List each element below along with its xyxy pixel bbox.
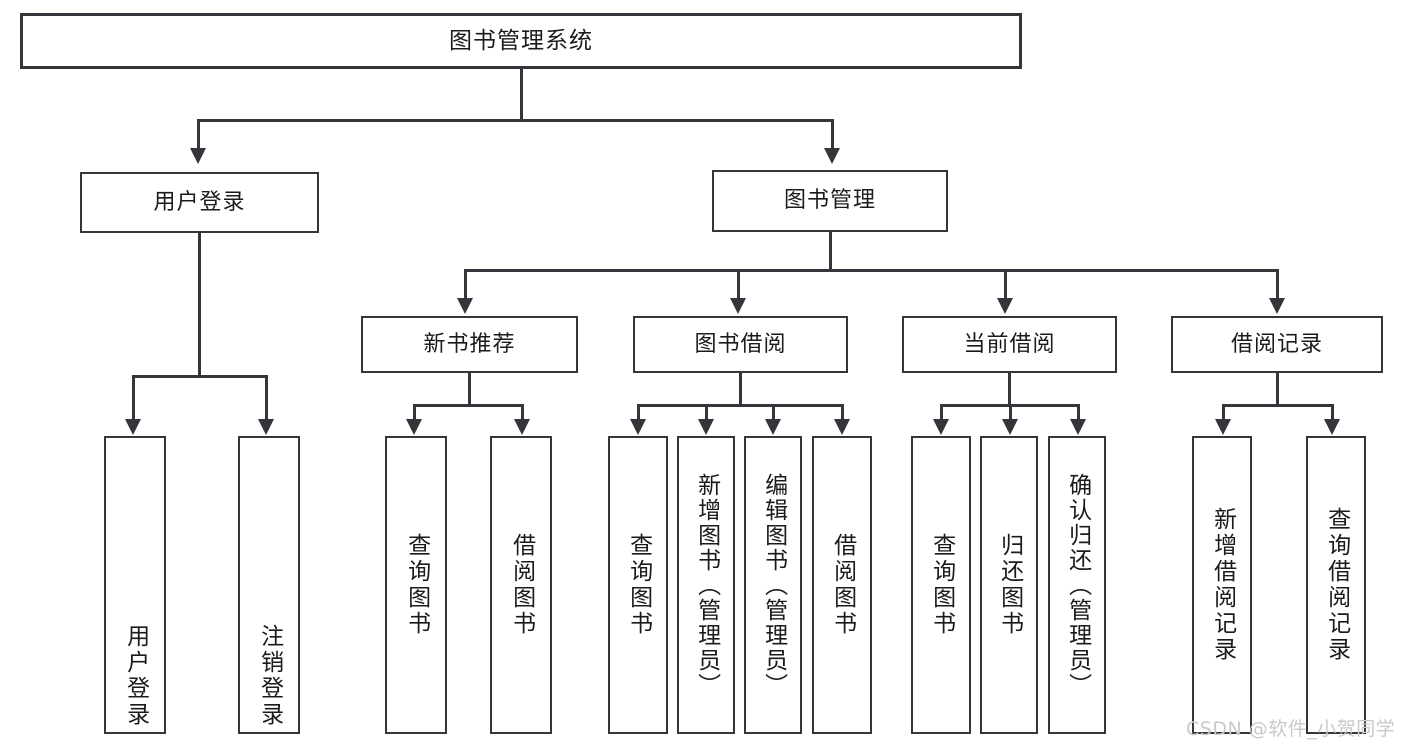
arrowhead-user-login-to-leaf-1	[125, 419, 141, 435]
leaf-user-login-logout[interactable]: 注销登录	[238, 436, 300, 734]
connector-root-stem	[520, 69, 523, 121]
arrowhead-book-borrow-to-leaf-3	[765, 419, 781, 435]
leaf-current-borrow-confirm-return-admin[interactable]: 确认归还（管理员）	[1048, 436, 1106, 734]
connector-new-book-to-leaf-1	[413, 404, 416, 420]
arrowhead-bm-to-borrow-record	[1269, 298, 1285, 314]
connector-book-management-bus	[464, 269, 1279, 272]
arrowhead-book-borrow-to-leaf-4	[834, 419, 850, 435]
connector-borrow-record-stem	[1276, 373, 1279, 407]
arrowhead-current-borrow-to-leaf-3	[1070, 419, 1086, 435]
arrowhead-bm-to-new-book	[457, 298, 473, 314]
connector-book-borrow-bus	[637, 404, 844, 407]
connector-book-borrow-to-leaf-1	[637, 404, 640, 420]
node-label: 确认归还（管理员）	[1064, 472, 1091, 698]
connector-user-login-stem	[198, 233, 201, 378]
node-label: 用户登录	[153, 189, 246, 215]
leaf-borrow-record-add-record[interactable]: 新增借阅记录	[1192, 436, 1252, 734]
connector-bm-to-borrow-record	[1276, 269, 1279, 299]
leaf-book-borrow-borrow-books[interactable]: 借阅图书	[812, 436, 872, 734]
connector-book-borrow-stem	[739, 373, 742, 407]
arrowhead-bm-to-book-borrow	[730, 298, 746, 314]
node-label: 借阅记录	[1230, 331, 1323, 357]
arrowhead-root-to-user-login	[190, 148, 206, 164]
node-label: 查询借阅记录	[1323, 507, 1350, 663]
connector-root-bus	[197, 119, 834, 122]
arrowhead-new-book-to-leaf-2	[514, 419, 530, 435]
connector-user-login-to-leaf-2	[265, 375, 268, 420]
leaf-current-borrow-return-books[interactable]: 归还图书	[980, 436, 1038, 734]
connector-current-borrow-to-leaf-3	[1077, 404, 1080, 420]
connector-book-borrow-to-leaf-3	[772, 404, 775, 420]
arrowhead-borrow-record-to-leaf-2	[1324, 419, 1340, 435]
connector-new-book-stem	[468, 373, 471, 407]
watermark-csdn: CSDN @软件_小贺同学	[1186, 718, 1396, 740]
connector-borrow-record-to-leaf-2	[1331, 404, 1334, 420]
connector-borrow-record-to-leaf-1	[1222, 404, 1225, 420]
connector-new-book-bus	[413, 404, 524, 407]
node-label: 用户登录	[122, 624, 149, 728]
connector-book-management-stem	[829, 232, 832, 272]
leaf-book-borrow-add-book-admin[interactable]: 新增图书（管理员）	[677, 436, 735, 734]
leaf-borrow-record-query-record[interactable]: 查询借阅记录	[1306, 436, 1366, 734]
node-label: 注销登录	[256, 624, 283, 728]
connector-borrow-record-bus	[1222, 404, 1334, 407]
node-label: 查询图书	[928, 533, 955, 637]
connector-book-borrow-to-leaf-4	[841, 404, 844, 420]
node-label: 借阅图书	[508, 533, 535, 637]
leaf-new-book-borrow-books[interactable]: 借阅图书	[490, 436, 552, 734]
node-label: 图书管理系统	[449, 27, 593, 54]
arrowhead-current-borrow-to-leaf-2	[1002, 419, 1018, 435]
leaf-new-book-query-books[interactable]: 查询图书	[385, 436, 447, 734]
node-borrow-record[interactable]: 借阅记录	[1171, 316, 1383, 373]
node-book-borrow[interactable]: 图书借阅	[633, 316, 848, 373]
connector-current-borrow-stem	[1008, 373, 1011, 407]
connector-bm-to-book-borrow	[737, 269, 740, 299]
arrowhead-book-borrow-to-leaf-1	[630, 419, 646, 435]
arrowhead-new-book-to-leaf-1	[406, 419, 422, 435]
arrowhead-root-to-book-management	[824, 148, 840, 164]
arrowhead-bm-to-current-borrow	[997, 298, 1013, 314]
node-label: 图书借阅	[694, 331, 787, 357]
connector-current-borrow-to-leaf-1	[940, 404, 943, 420]
node-user-login[interactable]: 用户登录	[80, 172, 319, 233]
node-label: 编辑图书（管理员）	[760, 472, 787, 698]
node-book-management[interactable]: 图书管理	[712, 170, 948, 232]
node-label: 新增图书（管理员）	[693, 472, 720, 698]
connector-new-book-to-leaf-2	[521, 404, 524, 420]
leaf-book-borrow-edit-book-admin[interactable]: 编辑图书（管理员）	[744, 436, 802, 734]
connector-book-borrow-to-leaf-2	[705, 404, 708, 420]
node-label: 查询图书	[403, 533, 430, 637]
connector-user-login-bus	[132, 375, 268, 378]
arrowhead-user-login-to-leaf-2	[258, 419, 274, 435]
node-label: 图书管理	[783, 188, 876, 214]
node-label: 新增借阅记录	[1209, 507, 1236, 663]
node-label: 新书推荐	[423, 331, 516, 357]
connector-root-to-user-login	[197, 119, 200, 149]
node-root-book-management-system[interactable]: 图书管理系统	[20, 13, 1022, 69]
arrowhead-book-borrow-to-leaf-2	[698, 419, 714, 435]
node-current-borrow[interactable]: 当前借阅	[902, 316, 1117, 373]
node-label: 归还图书	[996, 533, 1023, 637]
connector-current-borrow-to-leaf-2	[1009, 404, 1012, 420]
arrowhead-borrow-record-to-leaf-1	[1215, 419, 1231, 435]
arrowhead-current-borrow-to-leaf-1	[933, 419, 949, 435]
connector-user-login-to-leaf-1	[132, 375, 135, 420]
connector-bm-to-current-borrow	[1004, 269, 1007, 299]
leaf-user-login-login[interactable]: 用户登录	[104, 436, 166, 734]
leaf-current-borrow-query-books[interactable]: 查询图书	[911, 436, 971, 734]
node-label: 当前借阅	[963, 331, 1056, 357]
connector-bm-to-new-book	[464, 269, 467, 299]
node-label: 借阅图书	[829, 533, 856, 637]
leaf-book-borrow-query-books[interactable]: 查询图书	[608, 436, 668, 734]
connector-root-to-book-management	[831, 119, 834, 149]
node-new-book-recommend[interactable]: 新书推荐	[361, 316, 578, 373]
node-label: 查询图书	[625, 533, 652, 637]
